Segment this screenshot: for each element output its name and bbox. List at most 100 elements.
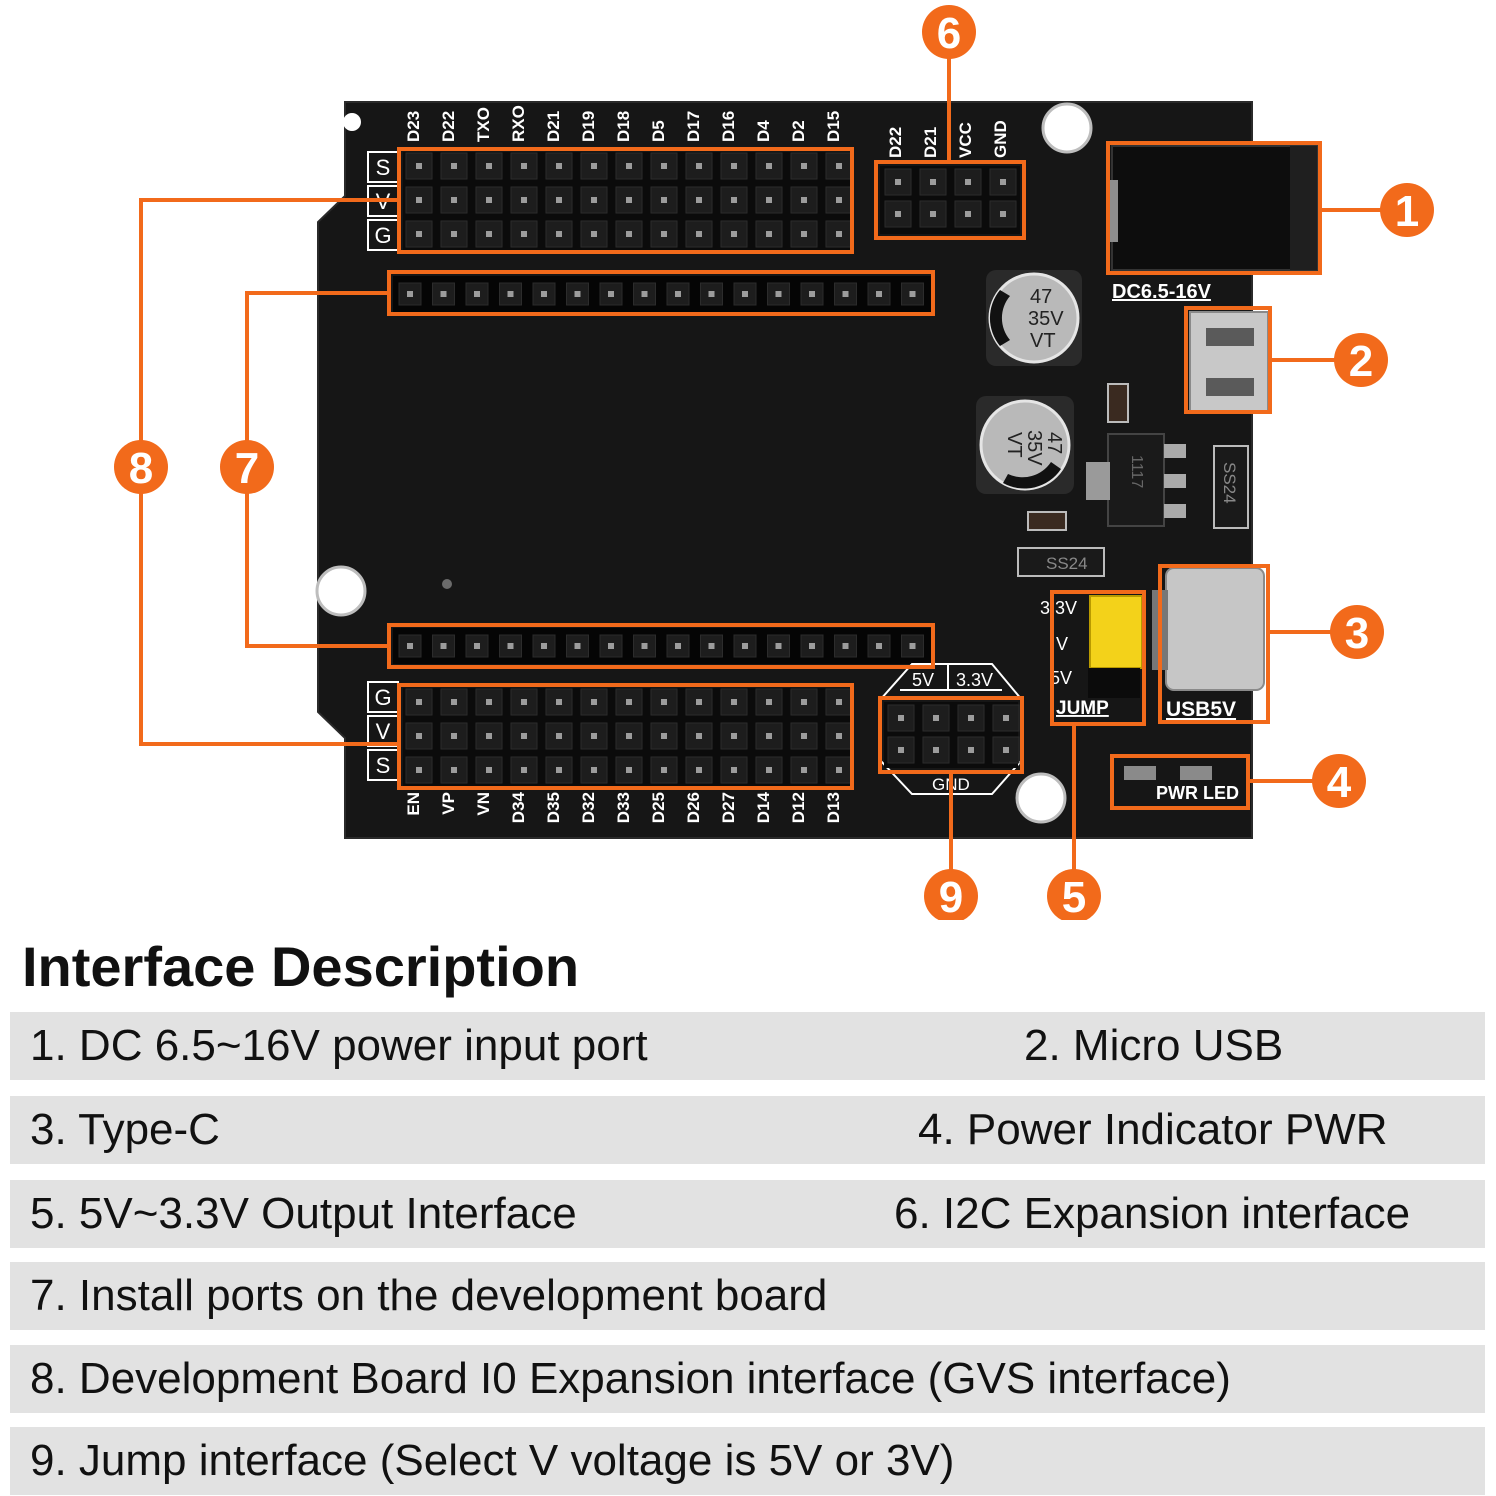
side-label: G [374,685,391,710]
pin-label: D27 [719,792,738,823]
selector-label: 5V [912,670,934,690]
highlight-bottom-gvs [397,683,854,790]
description-row: 1. DC 6.5~16V power input port 2. Micro … [10,1012,1485,1080]
interface-description-heading: Interface Description [22,935,580,998]
callout-6: 6 [937,9,961,58]
regulator-text: 1117 [1128,455,1145,488]
header-pin [696,699,702,705]
diode-label: SS24 [1046,554,1088,573]
mounting-hole [315,565,367,617]
smd-resistor [1107,383,1129,423]
capacitor-2: 47 35V VT [976,396,1074,494]
socket-hole [675,643,681,649]
socket-hole [641,643,648,649]
socket-hole [440,643,447,649]
socket-hole [842,291,849,297]
highlight-type-c [1158,564,1270,724]
side-label: G [374,223,391,248]
description-item-6: 6. I2C Expansion interface [894,1189,1411,1238]
header-pin [416,197,422,203]
jump-voltage-label: 5V [1050,668,1072,688]
socket-hole [507,291,514,297]
header-pin [556,163,562,169]
socket-hole [775,291,782,297]
board-diagram: D23 D22 TXO RXO D21 D19 D18 D5 D17 D16 D… [114,5,1434,920]
header-pin [661,767,667,773]
pin-label: D18 [614,111,633,142]
description-row: 3. Type-C 4. Power Indicator PWR [10,1096,1485,1164]
selector-pin [898,715,904,721]
header-pin-housing [440,220,468,248]
corner-hole [326,178,342,194]
header-pin [836,231,842,237]
micro-usb-port [1189,311,1269,413]
header-pin [591,733,597,739]
lower-socket-holes [398,634,924,658]
header-pin [591,197,597,203]
leader-7b [245,493,389,648]
header-pin [521,767,527,773]
header-pin-housing [510,220,538,248]
pin-label: D2 [789,120,808,142]
description-item-7: 7. Install ports on the development boar… [30,1271,828,1320]
pin-label: D23 [404,111,423,142]
socket-hole [842,643,849,649]
selector-label: 3.3V [956,670,993,690]
socket-hole [608,643,614,649]
jump-label: JUMP [1056,698,1109,719]
socket-hole [407,643,413,649]
header-pin [731,767,737,773]
socket-hole [407,291,413,297]
capacitor-1: 47 35V VT [986,270,1082,366]
jump-voltage-label: V [1056,634,1068,654]
header-pin [661,197,667,203]
top-pin-labels: D23 D22 TXO RXO D21 D19 D18 D5 D17 D16 D… [404,105,843,142]
jumper-cap [1089,595,1143,669]
socket-hole [474,291,480,297]
socket-hole [541,291,547,297]
header-pin [836,163,842,169]
description-item-4: 4. Power Indicator PWR [918,1105,1388,1154]
pin-label: D13 [824,792,843,823]
pin-label: D17 [684,111,703,142]
header-pin [766,163,772,169]
header-pin [696,231,702,237]
leader-8 [139,198,399,441]
pwr-led [1180,766,1212,780]
pwr-led [1124,766,1156,780]
diode-vertical: SS24 [1213,445,1249,529]
description-row: 8. Development Board I0 Expansion interf… [10,1345,1485,1413]
header-pin [451,197,457,203]
header-pin [696,733,702,739]
i2c-label: GND [991,120,1010,158]
socket-hole [909,291,916,297]
pwr-led-label: PWR LED [1156,783,1239,803]
i2c-pin [930,179,936,185]
socket-hole [809,643,815,649]
capacitor-text: 35V [1028,308,1064,330]
header-pin [416,733,422,739]
socket-hole [909,643,916,649]
pin-label: D32 [579,792,598,823]
selector-pin [933,715,939,721]
description-row: 9. Jump interface (Select V voltage is 5… [10,1427,1485,1495]
header-pin [556,197,562,203]
header-pin-housing [475,220,503,248]
header-pin [626,699,632,705]
header-pin [801,699,807,705]
header-pin [416,231,422,237]
header-pin [626,733,632,739]
i2c-pin [965,179,971,185]
header-pin [556,733,562,739]
pin-label: D14 [754,791,773,823]
header-pin-housing [650,756,678,784]
bottom-pin-labels: EN VP VN D34 D35 D32 D33 D25 D26 D27 D14… [404,791,843,823]
voltage-regulator: 1117 [1086,433,1186,527]
socket-hole [507,643,514,649]
selector-pin [933,747,939,753]
pin-label: D12 [789,792,808,823]
pin-label: D33 [614,792,633,823]
header-pin [731,163,737,169]
header-pin [696,163,702,169]
mounting-hole [1041,102,1093,154]
